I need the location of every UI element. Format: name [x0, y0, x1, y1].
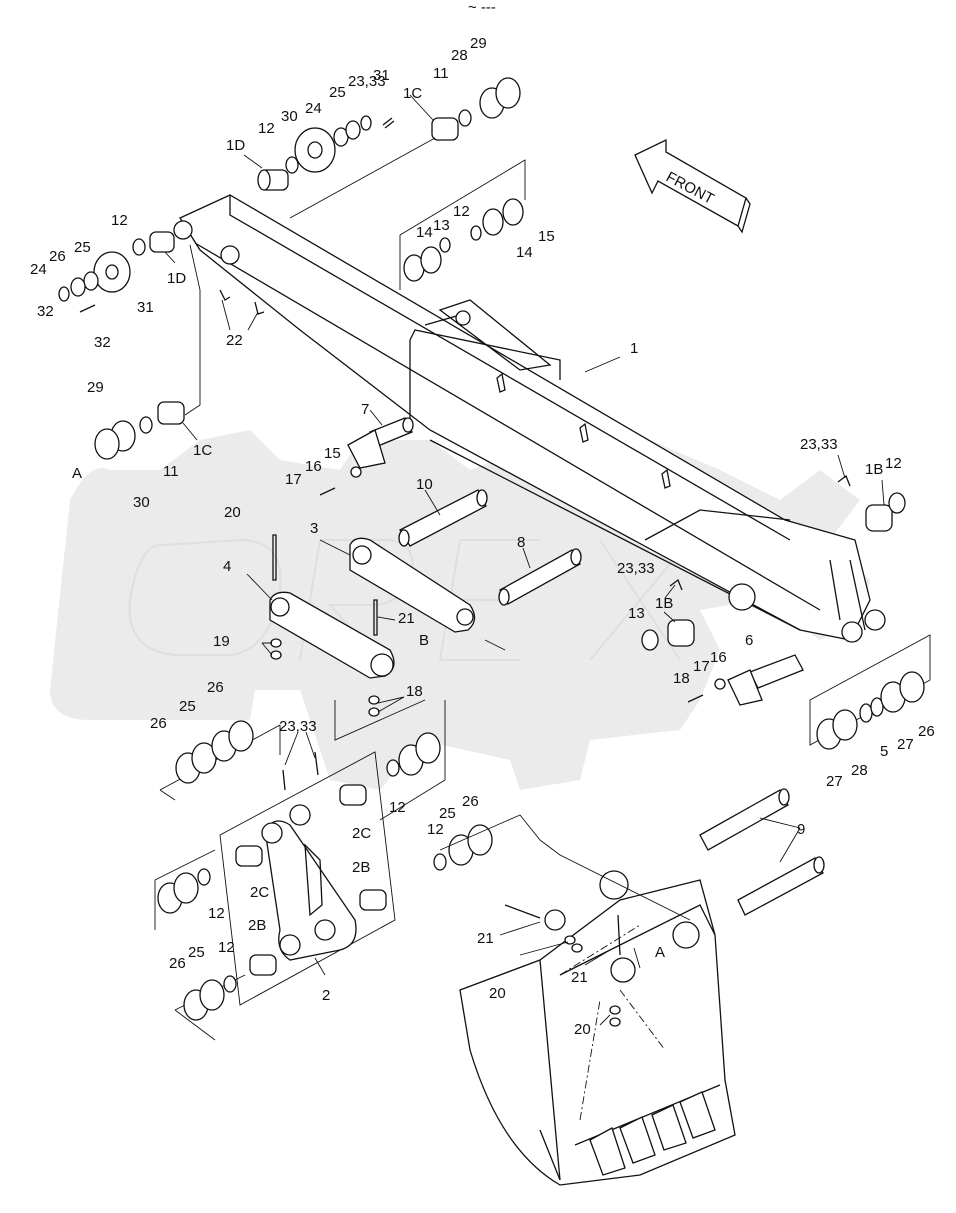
upper-left-parts — [58, 77, 526, 460]
callout-26: 26 — [49, 248, 66, 265]
callout-12: 12 — [427, 821, 444, 838]
callout-4: 4 — [223, 558, 231, 575]
callout-21: 21 — [477, 930, 494, 947]
callout-20: 19 — [213, 633, 230, 650]
callout-1B: 1B — [655, 595, 673, 612]
bucket — [439, 788, 825, 1186]
callout-1: 1 — [630, 340, 638, 357]
callout-16: 16 — [710, 649, 727, 666]
arm-assembly — [173, 194, 886, 643]
callout-12: 12 — [453, 203, 470, 220]
callout-29: 28 — [451, 47, 468, 64]
callout-2C: 2C — [250, 884, 269, 901]
leader-lines — [164, 94, 885, 1026]
callout-10: 10 — [416, 476, 433, 493]
callout-31: 31 — [137, 299, 154, 316]
callout-25: 25 — [74, 239, 91, 256]
callout-1C: 1C — [403, 85, 422, 102]
callout-26: 26 — [150, 715, 167, 732]
callout-B: B — [419, 632, 429, 649]
callout-19: 18 — [406, 683, 423, 700]
callout-14: 13 — [433, 217, 450, 234]
link-assembly-2 — [154, 699, 493, 1041]
callout-12: 12 — [111, 212, 128, 229]
callout-15: 14 — [416, 224, 433, 241]
callout-31: 30 — [281, 108, 298, 125]
callout-26: 26 — [169, 955, 186, 972]
callout-15: 15 — [538, 228, 555, 245]
callout-14: 14 — [516, 244, 533, 261]
callout-23-33: 23,33 — [617, 560, 655, 577]
callout-26: 26 — [207, 679, 224, 696]
callout-12: 12 — [218, 939, 235, 956]
callout-1C: 1C — [193, 442, 212, 459]
callout-20: 20 — [489, 985, 506, 1002]
links — [269, 534, 476, 717]
callout-26: 26 — [462, 793, 479, 810]
front-arrow: FRONT — [634, 138, 751, 234]
callout-A: 32 — [37, 303, 54, 320]
pins — [319, 417, 906, 706]
callout-32: 32 — [94, 334, 111, 351]
callout-11: 11 — [163, 463, 179, 480]
callout-25: 25 — [188, 944, 205, 961]
callout-32: 31 — [373, 67, 390, 84]
callout-30: 30 — [133, 494, 150, 511]
callout-1D: 1D — [167, 270, 186, 287]
callout-28: 28 — [851, 762, 868, 779]
callout-8: 8 — [517, 534, 525, 551]
callout-25: 25 — [179, 698, 196, 715]
callout-2: 2 — [322, 987, 330, 1004]
callout-17: 17 — [693, 658, 710, 675]
callout-27: 27 — [826, 773, 843, 790]
callout-A: A — [655, 944, 665, 961]
callout-23-33: 23,33 — [279, 718, 317, 735]
callout-12: 12 — [258, 120, 275, 137]
callout-21: 20 — [224, 504, 241, 521]
callout-16: 15 — [324, 445, 341, 462]
callout-12: 12 — [389, 799, 406, 816]
callout-1D: 1D — [226, 137, 245, 154]
callout-B: A — [72, 465, 82, 482]
callout-labels: 1 1B 1B 1C 1C 1D 1D 2 2B 2B 2C 2C 3 4 5 … — [30, 35, 935, 1038]
callout-27: 26 — [918, 723, 935, 740]
callout-20: 20 — [574, 1021, 591, 1038]
callout-2B: 2B — [352, 859, 370, 876]
callout-11: 11 — [433, 65, 449, 82]
callout-29: 29 — [87, 379, 104, 396]
callout-17: 16 — [305, 458, 322, 475]
callout-24: 24 — [30, 261, 47, 278]
callout-24: 23,33 — [348, 73, 386, 90]
callout-22: 21 — [398, 610, 415, 627]
callout-23-33: 22 — [226, 332, 243, 349]
header-mark: ~ --- — [468, 0, 496, 16]
callout-21: 21 — [571, 969, 588, 986]
callout-26: 25 — [329, 84, 346, 101]
callout-18: 18 — [673, 670, 690, 687]
callout-18: 17 — [285, 471, 302, 488]
callout-6: 6 — [745, 632, 753, 649]
callout-23-33: 23,33 — [800, 436, 838, 453]
callout-1B: 1B — [865, 461, 883, 478]
callout-7: 7 — [361, 401, 369, 418]
callout-28: 27 — [897, 736, 914, 753]
callout-3: 3 — [310, 520, 318, 537]
callout-25: 25 — [439, 805, 456, 822]
callout-13: 12 — [885, 455, 902, 472]
callout-12: 12 — [208, 905, 225, 922]
callout-13: 13 — [628, 605, 645, 622]
callout-30: 29 — [470, 35, 487, 52]
callout-25: 24 — [305, 100, 322, 117]
right-washers — [809, 634, 931, 750]
callout-2C: 2C — [352, 825, 371, 842]
callout-2B: 2B — [248, 917, 266, 934]
callout-5: 5 — [880, 743, 888, 760]
callout-9: 9 — [797, 821, 805, 838]
